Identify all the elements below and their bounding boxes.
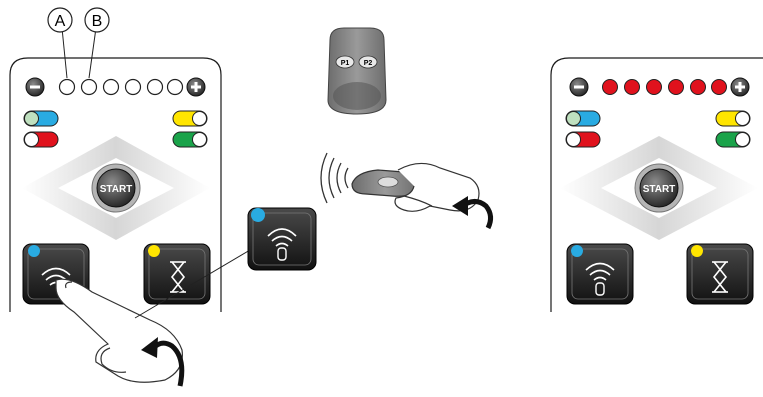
yellow-status-pill	[173, 111, 207, 126]
remote-learn-button[interactable]	[567, 244, 633, 304]
p1-button[interactable]: P1	[336, 56, 354, 68]
led-lit	[691, 80, 706, 95]
green-status-pill	[716, 132, 750, 147]
blue-status-pill	[566, 111, 600, 126]
right-control-panel: START	[551, 58, 763, 312]
red-status-pill	[566, 132, 600, 147]
led-lit	[625, 80, 640, 95]
led	[104, 80, 119, 95]
start-button[interactable]: START	[635, 164, 683, 212]
led-lit	[712, 80, 727, 95]
minus-icon[interactable]	[26, 78, 44, 96]
red-status-pill	[24, 132, 58, 147]
led	[126, 80, 141, 95]
green-status-pill	[173, 132, 207, 147]
led-b	[82, 80, 97, 95]
blue-indicator	[571, 245, 583, 257]
led-lit	[669, 80, 684, 95]
callout-a-label: A	[55, 13, 66, 30]
led-lit	[647, 80, 662, 95]
callout-b: B	[85, 8, 109, 32]
hand-remote-icon	[321, 153, 491, 228]
led	[148, 80, 163, 95]
start-label: START	[100, 184, 133, 195]
p2-label: P2	[364, 60, 373, 67]
yellow-indicator	[691, 245, 703, 257]
left-control-panel: START	[10, 28, 221, 312]
blue-indicator	[28, 245, 40, 257]
timer-button[interactable]	[144, 244, 210, 304]
minus-icon[interactable]	[570, 78, 588, 96]
start-button[interactable]: START	[92, 164, 140, 212]
p1-label: P1	[341, 60, 350, 67]
plus-icon[interactable]	[731, 78, 749, 96]
yellow-indicator	[148, 245, 160, 257]
p2-button[interactable]: P2	[359, 56, 377, 68]
callout-b-label: B	[92, 13, 103, 30]
led-a	[60, 80, 75, 95]
blue-status-pill	[24, 111, 58, 126]
timer-button[interactable]	[687, 244, 753, 304]
signal-waves-icon	[321, 153, 348, 203]
led-lit	[603, 80, 618, 95]
blue-indicator	[251, 208, 265, 222]
plus-icon[interactable]	[187, 78, 205, 96]
remote-control: P1 P2	[328, 28, 386, 114]
callout-a: A	[48, 8, 72, 32]
remote-learn-button-zoom	[248, 208, 316, 270]
led	[168, 80, 183, 95]
yellow-status-pill	[716, 111, 750, 126]
start-label: START	[643, 184, 676, 195]
